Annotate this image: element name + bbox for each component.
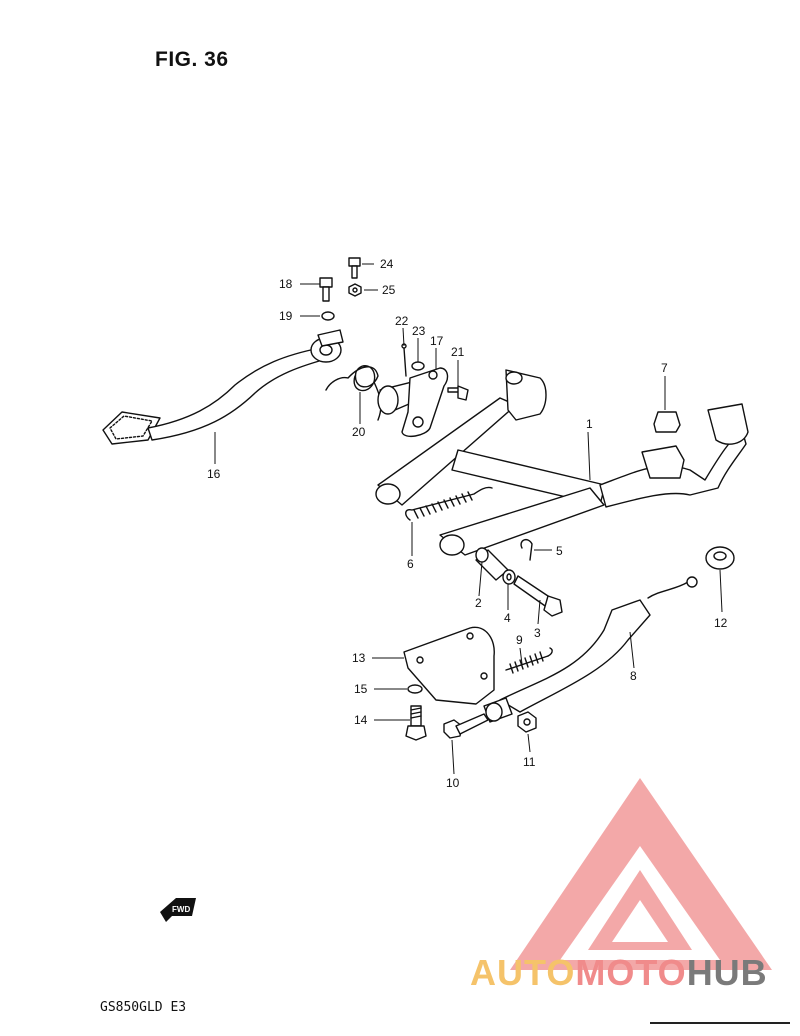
callout-labels: 1 2 3 4 5 6 7 8 9 10 11 12 13 14 15 16 1… [207, 257, 728, 790]
callout-23: 23 [412, 324, 426, 338]
watermark-part-c: HUB [686, 952, 768, 993]
washer-15 [407, 684, 423, 694]
callout-16: 16 [207, 467, 221, 481]
side-stand [483, 576, 698, 723]
callout-13: 13 [352, 651, 366, 665]
bolt-14 [405, 705, 427, 741]
figure-title: FIG. 36 [155, 48, 229, 71]
center-stand [375, 369, 749, 556]
fwd-arrow-icon: FWD [160, 898, 196, 922]
bolt-10 [443, 713, 489, 739]
callout-7: 7 [661, 361, 668, 375]
watermark-text: AUTOMOTOHUB [470, 952, 768, 994]
washer-23 [411, 361, 425, 371]
callout-22: 22 [395, 314, 409, 328]
callout-24: 24 [380, 257, 394, 271]
callout-2: 2 [475, 596, 482, 610]
pivot-bolt-3 [513, 575, 563, 617]
callout-20: 20 [352, 425, 366, 439]
leader-lines [214, 263, 723, 775]
callout-1: 1 [586, 417, 593, 431]
callout-19: 19 [279, 309, 293, 323]
cotter-pin-22 [401, 343, 407, 377]
rubber-12 [705, 546, 735, 570]
bolt-21 [447, 385, 469, 401]
callout-18: 18 [279, 277, 293, 291]
callout-15: 15 [354, 682, 368, 696]
callout-6: 6 [407, 557, 414, 571]
callout-3: 3 [534, 626, 541, 640]
bolt-18 [319, 277, 333, 302]
callout-4: 4 [504, 611, 511, 625]
return-spring-20 [325, 364, 382, 421]
pivot-arm-17 [377, 367, 449, 438]
nut-11 [517, 711, 537, 733]
fwd-label: FWD [172, 905, 190, 914]
callout-14: 14 [354, 713, 368, 727]
callout-12: 12 [714, 616, 728, 630]
nut-25 [348, 283, 362, 297]
callout-17: 17 [430, 334, 444, 348]
watermark-logo [510, 778, 772, 970]
callout-11: 11 [523, 755, 536, 769]
washer-4 [502, 569, 516, 585]
bottom-rule [650, 1022, 790, 1024]
washer-19 [321, 311, 335, 321]
clip-5 [520, 538, 533, 561]
model-code: GS850GLD E3 [100, 1000, 187, 1015]
rubber-stopper-7 [653, 411, 681, 433]
brake-pedal [102, 329, 344, 445]
callout-25: 25 [382, 283, 396, 297]
stand-spring-6 [405, 486, 493, 521]
watermark-part-a: AUTO [470, 952, 576, 993]
callout-5: 5 [556, 544, 563, 558]
bracket-13 [403, 626, 495, 705]
callout-9: 9 [516, 633, 523, 647]
callout-8: 8 [630, 669, 637, 683]
bolt-24 [348, 257, 361, 279]
watermark-part-b: MOTO [575, 952, 687, 993]
side-spring-9 [505, 647, 553, 674]
callout-21: 21 [451, 345, 465, 359]
callout-10: 10 [446, 776, 460, 790]
